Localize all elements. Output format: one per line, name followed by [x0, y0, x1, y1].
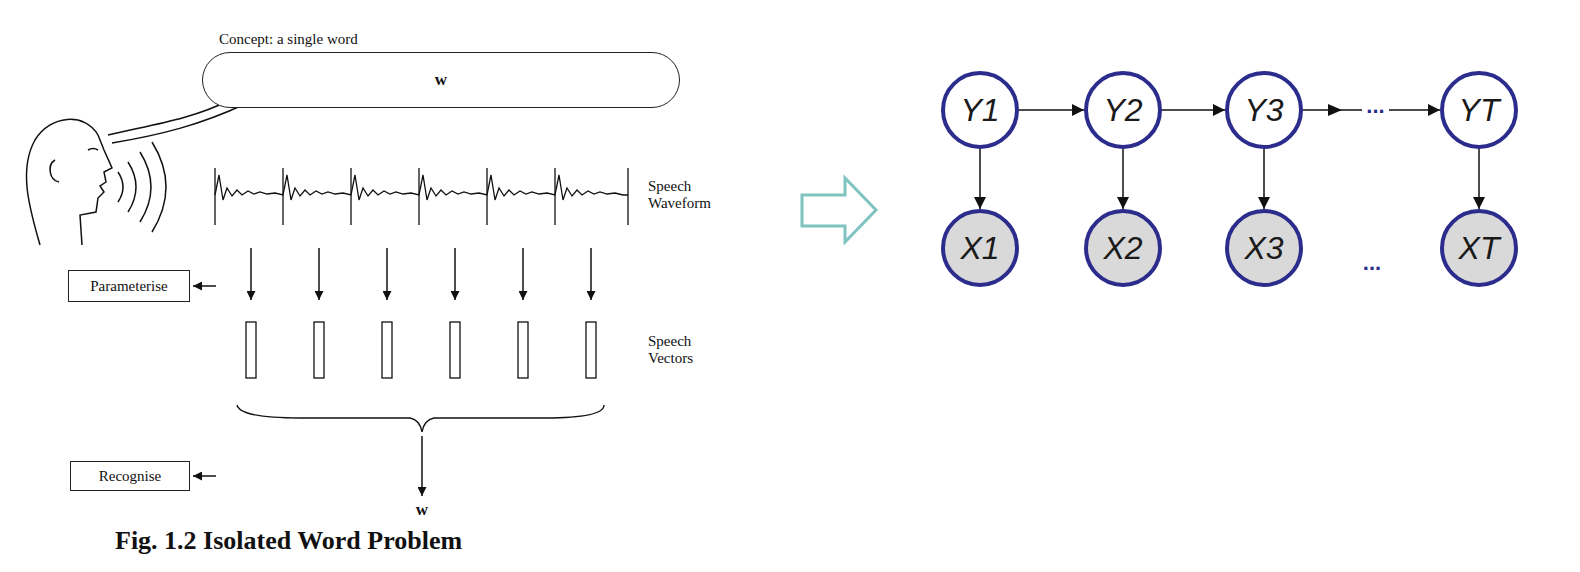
process-box: Recognise [70, 461, 190, 491]
transition-arrow [1122, 149, 1124, 209]
ellipsis: ... [1363, 250, 1381, 275]
hidden-state-node: Y2 [1084, 71, 1162, 149]
node-text: X3 [1244, 230, 1283, 267]
speech-vectors [246, 322, 596, 378]
transition-arrow [1263, 149, 1265, 209]
observed-node: X1 [941, 209, 1019, 287]
transition-arrow [1478, 149, 1480, 209]
node-text: X1 [960, 230, 999, 267]
node-text: XT [1459, 230, 1500, 267]
signal-label: Speech Vectors [648, 333, 720, 368]
hidden-state-node: Y1 [941, 71, 1019, 149]
bubble-heading: Concept: a single word [217, 31, 360, 48]
speaker-head [26, 100, 245, 245]
observed-node: X3 [1225, 209, 1303, 287]
hidden-state-node: Y3 [1225, 71, 1303, 149]
node-text: Y3 [1244, 92, 1283, 129]
node-text: Y1 [960, 92, 999, 129]
signal-label: Speech Waveform [648, 178, 728, 213]
process-box: Parameterise [68, 270, 190, 302]
node-text: Recognise [99, 468, 161, 485]
speech-bubble: Concept: a single wordw [202, 52, 680, 108]
transition-arrow [979, 149, 981, 209]
speech-waveform [215, 168, 628, 225]
node-text: X2 [1103, 230, 1142, 267]
curly-brace [237, 405, 604, 432]
observed-node: X2 [1084, 209, 1162, 287]
hollow-arrow [802, 178, 876, 242]
transition-arrow [1019, 109, 1084, 111]
node-text: w [435, 70, 447, 90]
observed-node: XT [1440, 209, 1518, 287]
node-text: YT [1459, 92, 1500, 129]
node-text: Parameterise [90, 278, 167, 295]
transition-arrow [1162, 109, 1225, 111]
hidden-state-node: YT [1440, 71, 1518, 149]
output-word: w [416, 500, 428, 520]
sampling-arrows [193, 248, 591, 496]
figure-caption: Fig. 1.2 Isolated Word Problem [115, 526, 462, 556]
ellipsis: ... [1362, 95, 1388, 117]
node-text: Y2 [1103, 92, 1142, 129]
